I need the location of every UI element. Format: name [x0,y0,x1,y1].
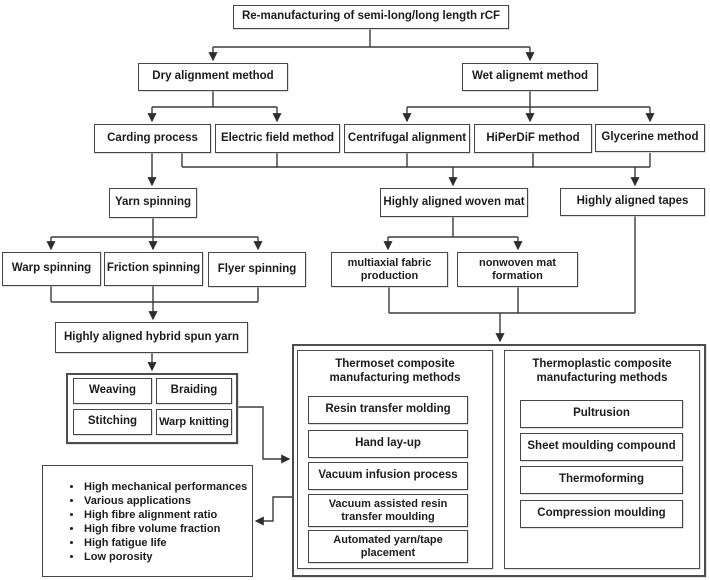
node-hand-lay-up: Hand lay-up [308,430,468,458]
thermoset-panel-title: Thermoset composite manufacturing method… [329,358,461,385]
node-electric-field: Electric field method [215,124,340,153]
node-vacuum-assisted-resin-transfer-moulding: Vacuum assisted resin transfer moulding [308,494,468,527]
node-warp-spinning: Warp spinning [2,252,101,286]
node-braiding: Braiding [156,378,232,404]
node-resin-transfer-molding: Resin transfer molding [308,396,468,424]
node-flyer-spinning: Flyer spinning [208,252,306,287]
node-highly-aligned-woven-mat: Highly aligned woven mat [380,188,528,217]
node-carding-process: Carding process [94,124,211,153]
node-glycerine-method: Glycerine method [595,124,705,152]
node-warp-knitting: Warp knitting [156,409,232,435]
property-item: High fibre volume fraction [83,523,252,537]
node-highly-aligned-tapes: Highly aligned tapes [560,188,705,216]
node-hiperdif-method: HiPerDiF method [474,124,592,153]
property-item: High mechanical performances [83,481,252,495]
node-compression-moulding: Compression moulding [520,500,683,528]
node-stitching: Stitching [73,409,152,435]
property-item: Various applications [83,495,252,509]
node-root: Re-manufacturing of semi-long/long lengt… [233,5,509,29]
property-item: Low porosity [83,551,252,565]
node-highly-aligned-hybrid-spun-yarn: Highly aligned hybrid spun yarn [55,322,248,353]
node-friction-spinning: Friction spinning [104,252,203,286]
property-item: High fibre alignment ratio [83,509,252,523]
node-automated-yarn-tape-placement: Automated yarn/tape placement [308,530,468,563]
node-pultrusion: Pultrusion [520,400,683,428]
thermoplastic-panel-title: Thermoplastic composite manufacturing me… [532,358,672,385]
node-multiaxial-fabric-production: multiaxial fabric production [331,252,448,287]
composite-properties-list: High mechanical performances Various app… [43,481,252,564]
node-dry-alignment: Dry alignment method [138,63,288,91]
property-item: High fatigue life [83,537,252,551]
node-centrifugal-alignment: Centrifugal alignment [344,124,470,153]
node-wet-alignment: Wet alignemt method [462,63,598,91]
node-nonwoven-mat-formation: nonwoven mat formation [457,252,578,287]
node-vacuum-infusion-process: Vacuum infusion process [308,462,468,490]
node-sheet-moulding-compound: Sheet moulding compound [520,433,683,461]
node-weaving: Weaving [73,378,152,404]
composite-properties-box: High mechanical performances Various app… [42,465,253,577]
node-yarn-spinning: Yarn spinning [109,188,197,218]
node-thermoforming: Thermoforming [520,466,683,494]
